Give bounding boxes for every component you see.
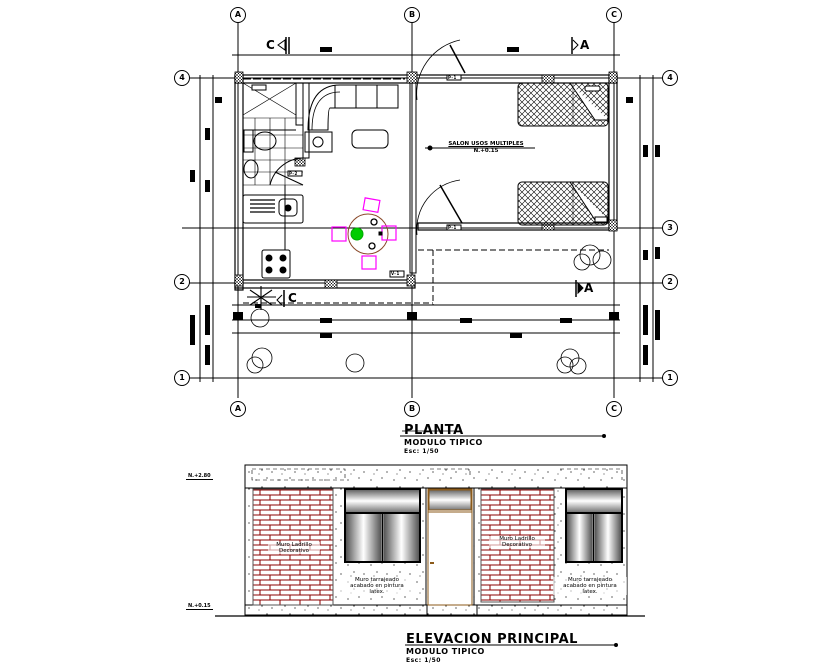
- door-tag: P-1: [448, 75, 457, 80]
- section-mark-c-bottom: C: [288, 291, 298, 305]
- axis-bubble-3-right: 3: [662, 220, 678, 236]
- note-plaster-wall-left: Muro tarrajeado acabado en pintura latex…: [340, 577, 414, 595]
- room-name: SALON USOS MULTIPLES: [448, 141, 524, 147]
- axis-bubble-1-right: 1: [662, 370, 678, 386]
- section-marks: [276, 37, 584, 307]
- floor-plan: [182, 22, 668, 398]
- elevation-title: ELEVACION PRINCIPAL: [406, 632, 578, 647]
- elevation-subtitle: MODULO TIPICO: [406, 647, 485, 656]
- section-mark-a-top: A: [580, 38, 590, 52]
- room-label: SALON USOS MULTIPLES N.+0.15: [436, 141, 536, 155]
- axis-bubble-a-bottom: A: [230, 401, 246, 417]
- axis-bubble-1-left: 1: [174, 370, 190, 386]
- level-marker-top: N.+2.80: [186, 473, 213, 480]
- note-plaster-wall-right: Muro tarrajeado acabado en pintura latex…: [553, 577, 627, 595]
- section-mark-a-bottom: A: [584, 281, 594, 295]
- axis-bubble-b-top: B: [404, 7, 420, 23]
- axis-bubble-c-top: C: [606, 7, 622, 23]
- note-brick-wall-left: Muro Ladrillo Decorativo: [268, 542, 320, 554]
- axis-bubble-c-bottom: C: [606, 401, 622, 417]
- plan-scale: Esc: 1/50: [404, 448, 439, 455]
- level-marker-bottom: N.+0.15: [186, 603, 213, 610]
- section-mark-c-top: C: [266, 38, 276, 52]
- axis-bubble-a-top: A: [230, 7, 246, 23]
- door-tag: P-2: [289, 171, 298, 176]
- note-brick-wall-right: Muro Ladrillo Decorativo: [489, 536, 545, 548]
- axis-bubble-2-left: 2: [174, 274, 190, 290]
- door-tag: P-1: [448, 225, 457, 230]
- axis-bubble-2-right: 2: [662, 274, 678, 290]
- axis-bubble-4-left: 4: [174, 70, 190, 86]
- axis-bubble-4-right: 4: [662, 70, 678, 86]
- room-level: N.+0.15: [473, 148, 499, 154]
- front-elevation: [215, 464, 645, 617]
- axis-bubble-b-bottom: B: [404, 401, 420, 417]
- plan-subtitle: MODULO TIPICO: [404, 438, 483, 447]
- plan-title: PLANTA: [404, 423, 464, 438]
- window-tag: V-1: [391, 271, 400, 276]
- elevation-scale: Esc: 1/50: [406, 657, 441, 664]
